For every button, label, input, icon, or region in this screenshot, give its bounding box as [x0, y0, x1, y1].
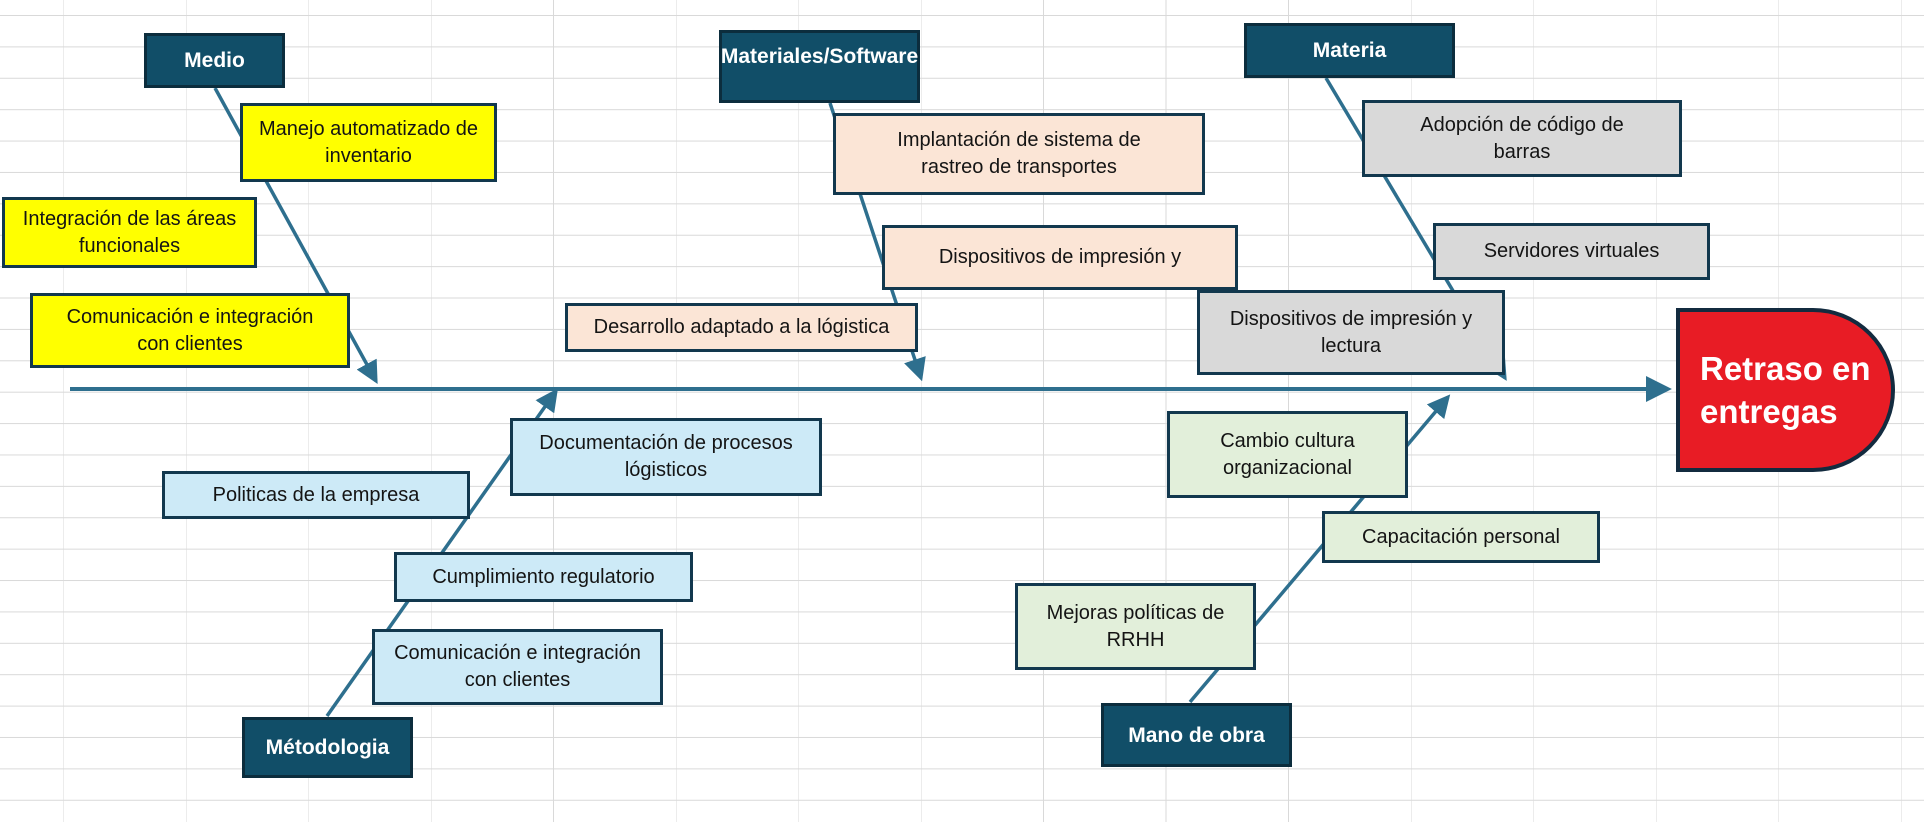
cause-label: Servidores virtuales [1483, 240, 1660, 262]
category-box-materiales-software[interactable]: Materiales/Software [719, 30, 920, 103]
category-box-metodologia[interactable]: Métodologia [242, 717, 413, 778]
cause-label: Comunicación e integración con clientes [66, 305, 314, 355]
cause-box-mejoras-politicas-rrhh[interactable]: Mejoras políticas de RRHH [1015, 583, 1256, 670]
cause-label: Documentación de procesos lógisticos [539, 432, 793, 481]
cause-label: Adopción de código de barras [1420, 113, 1624, 163]
cause-label: Capacitación personal [1362, 525, 1560, 548]
cause-label: Comunicación e integración con clientes [394, 642, 641, 691]
cause-box-adopcion-codigo-barras[interactable]: Adopción de código de barras [1362, 100, 1682, 177]
cause-box-servidores-virtuales[interactable]: Servidores virtuales [1433, 223, 1710, 280]
cause-box-implantacion-rastreo[interactable]: Implantación de sistema de rastreo de tr… [833, 113, 1205, 195]
cause-box-cumplimiento-regulatorio[interactable]: Cumplimiento regulatorio [394, 552, 693, 602]
category-label-medio: Medio [184, 49, 245, 72]
cause-label: Politicas de la empresa [212, 483, 420, 506]
cause-box-comunicacion-clientes-metodologia[interactable]: Comunicación e integración con clientes [372, 629, 663, 705]
cause-label: Manejo automatizado de inventario [258, 117, 479, 167]
category-label-materiales-software: Materiales/Software [720, 45, 919, 68]
cause-box-comunicacion-clientes-medio[interactable]: Comunicación e integración con clientes [30, 293, 350, 368]
category-label-materia: Materia [1312, 39, 1387, 62]
category-box-mano-de-obra[interactable]: Mano de obra [1101, 703, 1292, 767]
effect-label: Retraso en entregas [1700, 350, 1871, 430]
category-box-medio[interactable]: Medio [144, 33, 285, 88]
cause-box-integracion-areas[interactable]: Integración de las áreas funcionales [2, 197, 257, 268]
cause-label: Dispositivos de impresión y [938, 246, 1182, 268]
cause-label: Mejoras políticas de RRHH [1046, 601, 1225, 651]
cause-box-cambio-cultura[interactable]: Cambio cultura organizacional [1167, 411, 1408, 498]
category-label-metodologia: Métodologia [265, 736, 390, 759]
cause-box-desarrollo-logistica[interactable]: Desarrollo adaptado a la lógistica [565, 303, 918, 352]
cause-box-politicas-empresa[interactable]: Politicas de la empresa [162, 471, 470, 519]
category-box-materia[interactable]: Materia [1244, 23, 1455, 78]
cause-box-dispositivos-lectura[interactable]: Dispositivos de impresión y lectura [1197, 290, 1505, 375]
cause-label: Desarrollo adaptado a la lógistica [593, 316, 890, 338]
effect-head-shape[interactable]: Retraso en entregas [1676, 308, 1895, 472]
cause-label: Dispositivos de impresión y lectura [1229, 307, 1473, 357]
category-label-mano-de-obra: Mano de obra [1128, 723, 1265, 747]
cause-label: Cambio cultura organizacional [1220, 429, 1355, 479]
cause-box-documentacion-procesos[interactable]: Documentación de procesos lógisticos [510, 418, 822, 496]
cause-label: Integración de las áreas funcionales [22, 207, 237, 257]
cause-box-capacitacion-personal[interactable]: Capacitación personal [1322, 511, 1600, 563]
cause-label: Cumplimiento regulatorio [432, 565, 655, 588]
cause-box-manejo-automatizado[interactable]: Manejo automatizado de inventario [240, 103, 497, 182]
cause-box-dispositivos-impresion[interactable]: Dispositivos de impresión y [882, 225, 1238, 290]
cause-label: Implantación de sistema de rastreo de tr… [897, 129, 1141, 178]
